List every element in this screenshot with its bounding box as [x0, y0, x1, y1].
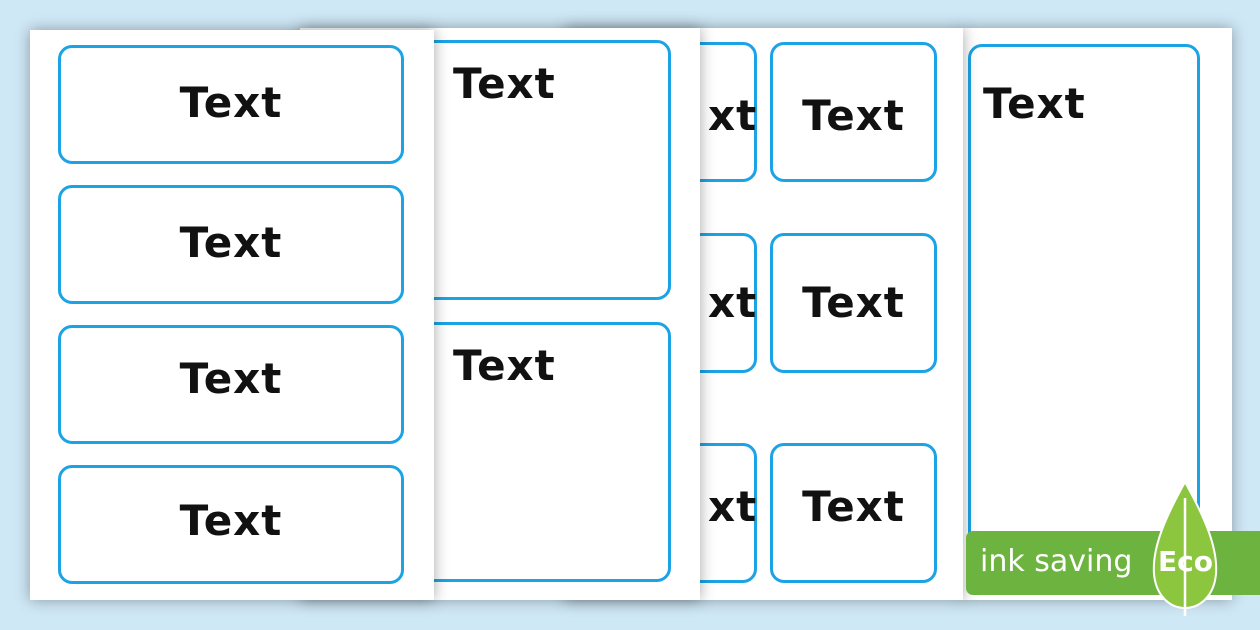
ink-saving-label: ink saving: [980, 544, 1133, 579]
sheet-tall-label: Text: [960, 28, 1232, 600]
label-text-partial: xt: [708, 91, 758, 140]
label-text: Text: [179, 78, 283, 127]
label-box: Text: [58, 185, 404, 304]
label-box: Text: [770, 443, 937, 583]
label-box: Text: [58, 465, 404, 584]
eco-label: Eco: [1158, 545, 1213, 578]
sheet-rectangle-labels: Text Text Text Text: [30, 30, 434, 600]
label-text: Text: [179, 496, 283, 545]
label-text: Text: [453, 341, 556, 390]
label-text: Text: [802, 482, 905, 531]
label-text-partial: xt: [708, 482, 758, 531]
label-text: Text: [453, 59, 556, 108]
label-box: Text: [58, 45, 404, 164]
label-box: Text: [770, 42, 937, 182]
label-text: Text: [802, 91, 905, 140]
eco-leaf-icon: [1152, 479, 1218, 616]
label-text: Text: [802, 278, 905, 327]
label-box: Text: [58, 325, 404, 444]
label-box: Text: [968, 44, 1200, 584]
label-text: Text: [983, 79, 1086, 128]
label-text-partial: xt: [708, 278, 758, 327]
label-box: Text: [770, 233, 937, 373]
label-text: Text: [179, 354, 283, 403]
label-text: Text: [179, 218, 283, 267]
